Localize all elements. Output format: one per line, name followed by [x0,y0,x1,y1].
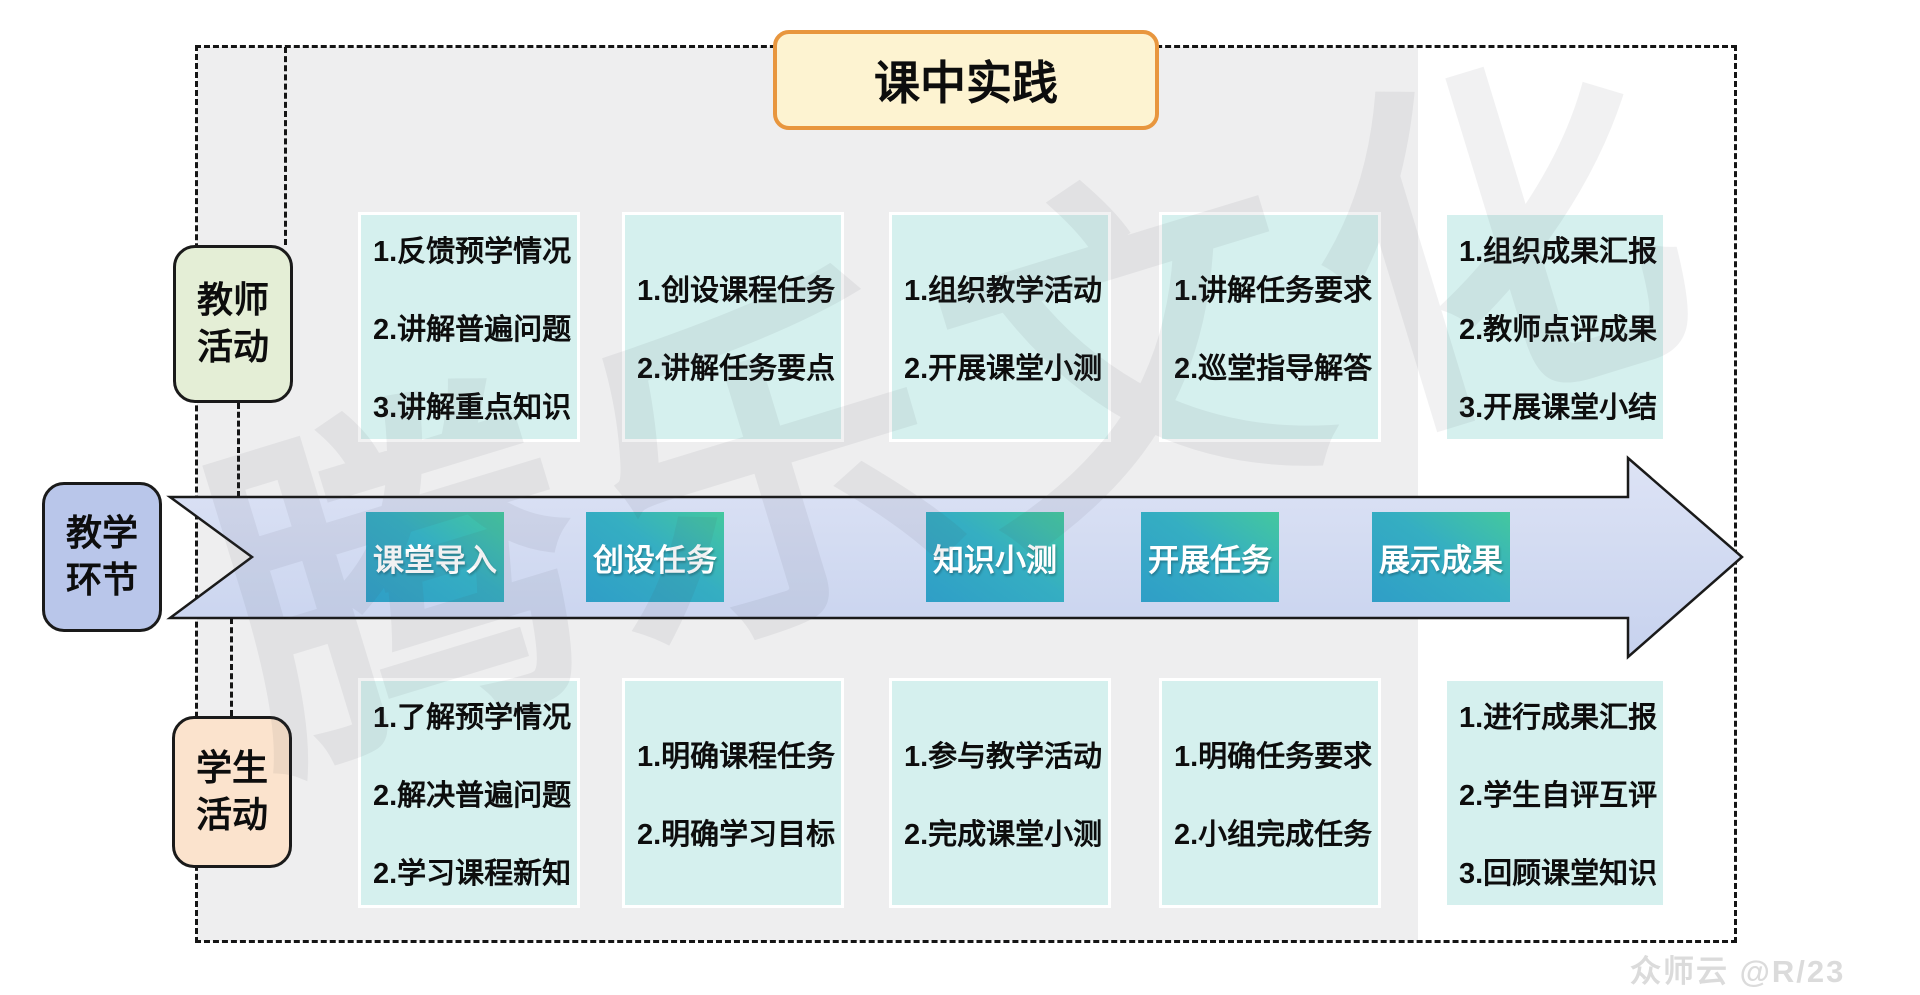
teacher-activity-box-3: 1.组织教学活动 2.开展课堂小测 [889,212,1111,442]
page-title-text: 课中实践 [874,57,1058,109]
activity-line: 2.小组完成任务 [1174,819,1373,851]
activity-line: 2.巡堂指导解答 [1174,353,1373,385]
activity-line: 2.讲解任务要点 [637,353,836,385]
stage-item-1: 课堂导入 [366,512,504,602]
stage-row-label-line: 环节 [65,559,138,600]
student-activity-box-4: 1.明确任务要求 2.小组完成任务 [1159,678,1381,908]
activity-line: 1.反馈预学情况 [373,236,572,268]
teacher-row-label-line: 活动 [196,326,269,367]
activity-line: 1.组织成果汇报 [1459,236,1658,268]
stage-item-2: 创设任务 [586,512,724,602]
activity-line: 1.组织教学活动 [904,275,1103,307]
teacher-row-label-line: 教师 [196,279,269,321]
stage-row-label: 教学 环节 [42,482,162,632]
teacher-activity-box-5: 1.组织成果汇报 2.教师点评成果 3.开展课堂小结 [1444,212,1666,442]
student-row-label: 学生 活动 [172,716,292,868]
activity-line: 2.开展课堂小测 [904,353,1103,385]
teacher-activity-box-1: 1.反馈预学情况 2.讲解普遍问题 3.讲解重点知识 [358,212,580,442]
activity-line: 3.回顾课堂知识 [1459,858,1658,890]
activity-line: 3.讲解重点知识 [373,392,572,424]
activity-line: 1.参与教学活动 [904,741,1103,773]
activity-line: 2.学习课程新知 [373,858,572,890]
student-row-label-line: 学生 [195,747,268,789]
stage-item-3: 知识小测 [926,512,1064,602]
stage-row-label-line: 教学 [65,512,138,554]
student-activity-box-1: 1.了解预学情况 2.解决普遍问题 2.学习课程新知 [358,678,580,908]
activity-line: 1.讲解任务要求 [1174,275,1373,307]
activity-line: 1.明确课程任务 [637,741,836,773]
connector-top-teacher [284,47,287,245]
teacher-activity-box-4: 1.讲解任务要求 2.巡堂指导解答 [1159,212,1381,442]
student-row-label-line: 活动 [195,794,268,835]
connector-teacher-arrow [237,403,240,497]
activity-line: 1.明确任务要求 [1174,741,1373,773]
activity-line: 2.教师点评成果 [1459,314,1658,346]
activity-line: 1.创设课程任务 [637,275,836,307]
student-activity-box-5: 1.进行成果汇报 2.学生自评互评 3.回顾课堂知识 [1444,678,1666,908]
teacher-activity-box-2: 1.创设课程任务 2.讲解任务要点 [622,212,844,442]
page-title: 课中实践 [773,30,1159,130]
activity-line: 3.开展课堂小结 [1459,392,1658,424]
activity-line: 2.解决普遍问题 [373,780,572,812]
stage-item-4: 开展任务 [1141,512,1279,602]
student-activity-box-2: 1.明确课程任务 2.明确学习目标 [622,678,844,908]
activity-line: 1.进行成果汇报 [1459,702,1658,734]
activity-line: 2.明确学习目标 [637,819,836,851]
stage-item-5: 展示成果 [1372,512,1510,602]
student-activity-box-3: 1.参与教学活动 2.完成课堂小测 [889,678,1111,908]
connector-arrow-student [230,618,233,716]
activity-line: 1.了解预学情况 [373,702,572,734]
teacher-row-label: 教师 活动 [173,245,293,403]
activity-line: 2.完成课堂小测 [904,819,1103,851]
activity-line: 2.讲解普遍问题 [373,314,572,346]
activity-line: 2.学生自评互评 [1459,780,1658,812]
